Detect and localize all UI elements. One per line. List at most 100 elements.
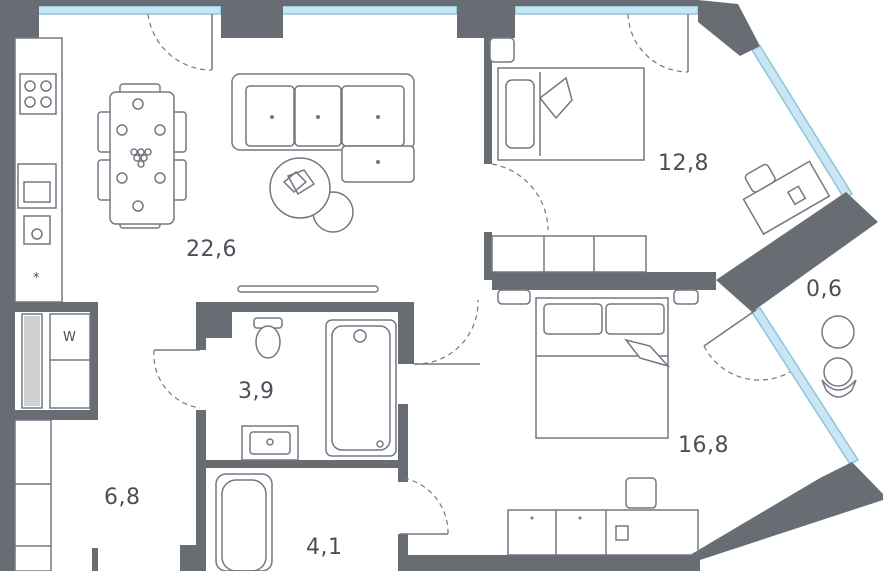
wall-utility-bottom xyxy=(15,410,98,420)
wall-top-strip-2 xyxy=(283,0,457,6)
sofa-button xyxy=(270,115,274,119)
sink-basin-icon xyxy=(249,431,291,455)
desk-1 xyxy=(742,160,831,236)
window-living-left xyxy=(37,5,222,15)
book-icon xyxy=(286,169,316,196)
area-balcony: 0,6 xyxy=(806,277,843,302)
desk xyxy=(742,160,831,236)
burner-icon xyxy=(24,96,36,108)
washer-mark: W xyxy=(63,330,76,345)
balcony-table xyxy=(821,315,855,349)
grapes-icon xyxy=(130,148,152,168)
wall-top-left-pier xyxy=(15,0,39,38)
chair-icon xyxy=(744,163,776,193)
bedroom-wardrobe xyxy=(491,235,647,273)
balcony-chair-back xyxy=(821,379,857,398)
drain-icon xyxy=(376,440,384,448)
nightstand xyxy=(497,289,531,305)
bedroom-1-furniture xyxy=(489,37,831,236)
nightstand xyxy=(489,37,515,63)
area-wc: 4,1 xyxy=(306,535,343,560)
pillow-icon xyxy=(505,79,535,149)
plate-icon xyxy=(154,172,166,184)
dresser-knob xyxy=(530,516,534,520)
faucet-icon xyxy=(353,329,367,343)
toilet-icon xyxy=(255,325,281,359)
windows xyxy=(37,5,860,465)
bedroom-2-furniture xyxy=(497,289,699,556)
wall-bottom-right-pier xyxy=(690,462,883,560)
balcony-furniture xyxy=(821,315,857,398)
oven-icon xyxy=(23,215,51,245)
area-bedroom-1: 12,8 xyxy=(658,151,709,176)
wall-hall-stub xyxy=(92,548,98,571)
burner-icon xyxy=(40,96,52,108)
bath-door-arc xyxy=(153,349,201,409)
wall-bath-right-lower xyxy=(398,404,408,482)
utility-shelf-fill xyxy=(24,316,40,406)
area-hallway: 6,8 xyxy=(104,485,141,510)
area-labels: 22,6 12,8 0,6 3,9 16,8 6,8 4,1 xyxy=(104,151,843,560)
window-balcony xyxy=(750,307,860,465)
bedroom-1-window-door-arc xyxy=(627,13,689,73)
laptop-icon xyxy=(615,525,629,541)
window-living-right xyxy=(281,5,458,15)
balcony-chair xyxy=(823,357,853,387)
sofa-button xyxy=(316,115,320,119)
wall-bath-right-upper xyxy=(398,302,414,364)
wall-utility-top xyxy=(15,302,98,312)
bathtub-inner xyxy=(221,479,267,571)
sofa-cushion xyxy=(245,85,295,147)
wall-top-strip-1 xyxy=(39,0,221,6)
sink-basin-icon xyxy=(23,181,51,203)
hallway-wardrobe xyxy=(14,419,52,571)
book-icon xyxy=(282,170,308,194)
wardrobe xyxy=(14,419,52,571)
balcony-door-arc xyxy=(147,13,213,71)
wall-top-strip-3 xyxy=(515,0,698,6)
pillow-icon xyxy=(605,303,665,335)
oven-knob-icon xyxy=(31,228,43,240)
wall-hall-corner xyxy=(180,545,196,571)
utility-shelf xyxy=(21,313,43,409)
wall-left-upper xyxy=(0,0,15,300)
wall-bath-wc-divider xyxy=(206,460,408,468)
wall-top-right-pier xyxy=(457,0,515,38)
area-bathroom: 3,9 xyxy=(238,379,275,404)
stove-icon xyxy=(19,73,57,115)
area-bedroom-2: 16,8 xyxy=(678,433,729,458)
washer-cabinet xyxy=(49,313,91,409)
area-living: 22,6 xyxy=(186,237,237,262)
bathtub xyxy=(325,319,397,457)
towel-rail xyxy=(237,285,379,293)
fridge-mark: * xyxy=(33,271,40,286)
dresser xyxy=(507,509,699,556)
wall-bedroom-divider xyxy=(484,272,716,290)
lounge xyxy=(231,73,415,233)
plate-icon xyxy=(132,98,144,110)
wall-left-mid xyxy=(0,300,15,420)
pillow-icon xyxy=(543,303,603,335)
window-bedroom-1 xyxy=(514,5,699,15)
dining-set xyxy=(97,83,187,229)
sofa-button xyxy=(376,115,380,119)
sink-drain-icon xyxy=(266,438,274,446)
bathtub xyxy=(215,473,273,571)
blanket-fold-icon xyxy=(538,76,573,120)
wall-bath-shaft xyxy=(206,312,232,338)
wall-top-center-pier xyxy=(221,0,283,38)
sofa-button xyxy=(376,160,380,164)
chair-icon xyxy=(625,477,657,509)
bedroom-1-door-arc xyxy=(491,163,549,231)
wall-left-lower xyxy=(0,420,15,571)
wall-bedroom-balcony-pier xyxy=(716,192,878,312)
doors xyxy=(147,13,791,535)
wall-bath-top xyxy=(196,302,414,312)
wall-bath-left-lower xyxy=(196,410,206,571)
utility: W xyxy=(21,313,91,409)
wall-bottom xyxy=(400,555,700,571)
wall-wc-right xyxy=(398,534,408,571)
wall-bedroom-1-left xyxy=(484,38,492,164)
